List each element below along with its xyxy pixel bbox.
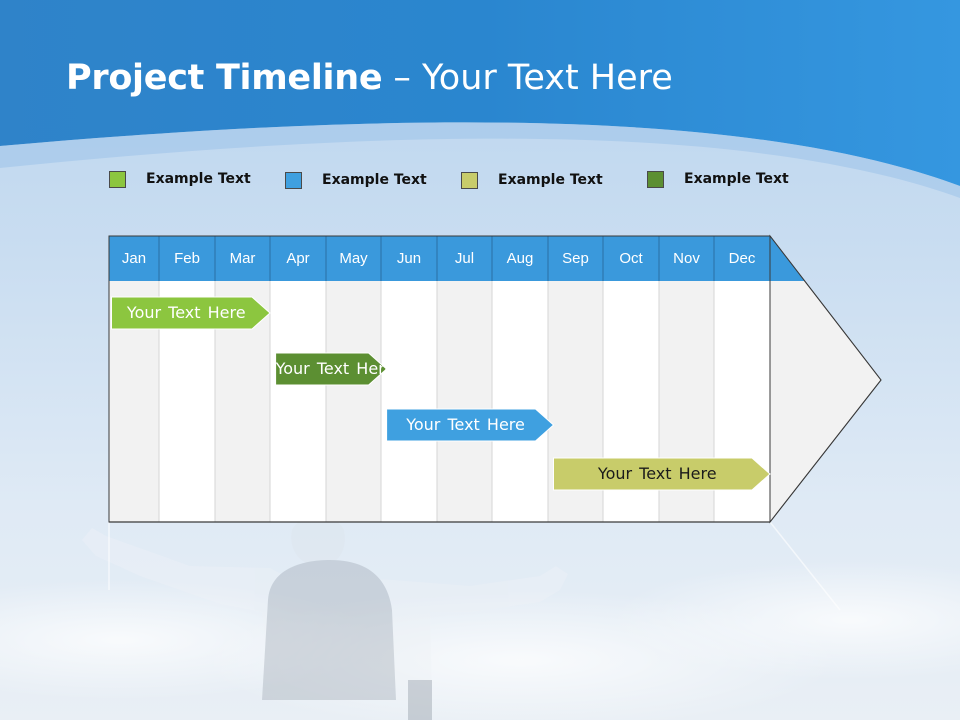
legend-swatch: [285, 172, 302, 189]
month-label: Dec: [728, 250, 756, 267]
legend-label: Example Text: [146, 171, 251, 187]
month-header-cell: [714, 236, 770, 281]
task-bar: [275, 352, 388, 386]
month-label: May: [339, 250, 368, 267]
month-header-cell: [326, 236, 381, 281]
person-silhouette-image: [82, 516, 568, 720]
month-label: Sep: [562, 250, 589, 267]
month-header-cell: [159, 236, 215, 281]
month-header-cell: [109, 236, 159, 281]
legend-swatch: [647, 171, 664, 188]
month-header-cell: [437, 236, 492, 281]
legend-swatch: [461, 172, 478, 189]
grid-frame: [108, 235, 882, 523]
month-header-cell: [270, 236, 326, 281]
month-label: Jan: [121, 250, 147, 267]
month-column: [326, 281, 381, 522]
title-bold: Project Timeline: [66, 58, 383, 98]
month-column: [381, 281, 437, 522]
month-label: Aug: [506, 250, 534, 267]
month-column: [270, 281, 326, 522]
month-label: Oct: [619, 250, 643, 267]
month-header-cell: [381, 236, 437, 281]
header-wave: [0, 122, 960, 198]
legend-label: Example Text: [322, 172, 427, 188]
month-header-cell: [659, 236, 714, 281]
page-title: Project Timeline – Your Text Here: [66, 58, 673, 98]
month-header-cell: [603, 236, 659, 281]
task-label: Your Text Here: [275, 359, 395, 378]
legend-swatch: [109, 171, 126, 188]
month-header-cell: [492, 236, 548, 281]
month-column: [437, 281, 492, 522]
title-rest: – Your Text Here: [382, 58, 673, 98]
task-bar: [111, 296, 271, 330]
cloud: [610, 560, 960, 680]
arrow-reflection: [108, 521, 841, 611]
month-column: [492, 281, 548, 522]
legend-label: Example Text: [498, 172, 603, 188]
month-label: Nov: [673, 250, 700, 267]
legend-label: Example Text: [684, 171, 789, 187]
month-label: Feb: [174, 250, 200, 267]
task-label: Your Text Here: [126, 303, 246, 322]
month-label: Jul: [454, 250, 475, 267]
task-label: Your Text Here: [406, 415, 525, 434]
task-bar: [386, 408, 555, 442]
header-band: [0, 0, 960, 186]
task-bar: [553, 457, 771, 491]
task-label: Your Text Here: [597, 464, 717, 483]
month-label: Mar: [229, 250, 256, 267]
month-label: Apr: [286, 250, 310, 267]
month-header-cell: [215, 236, 270, 281]
month-header-cell: [548, 236, 603, 281]
month-label: Jun: [396, 250, 422, 267]
